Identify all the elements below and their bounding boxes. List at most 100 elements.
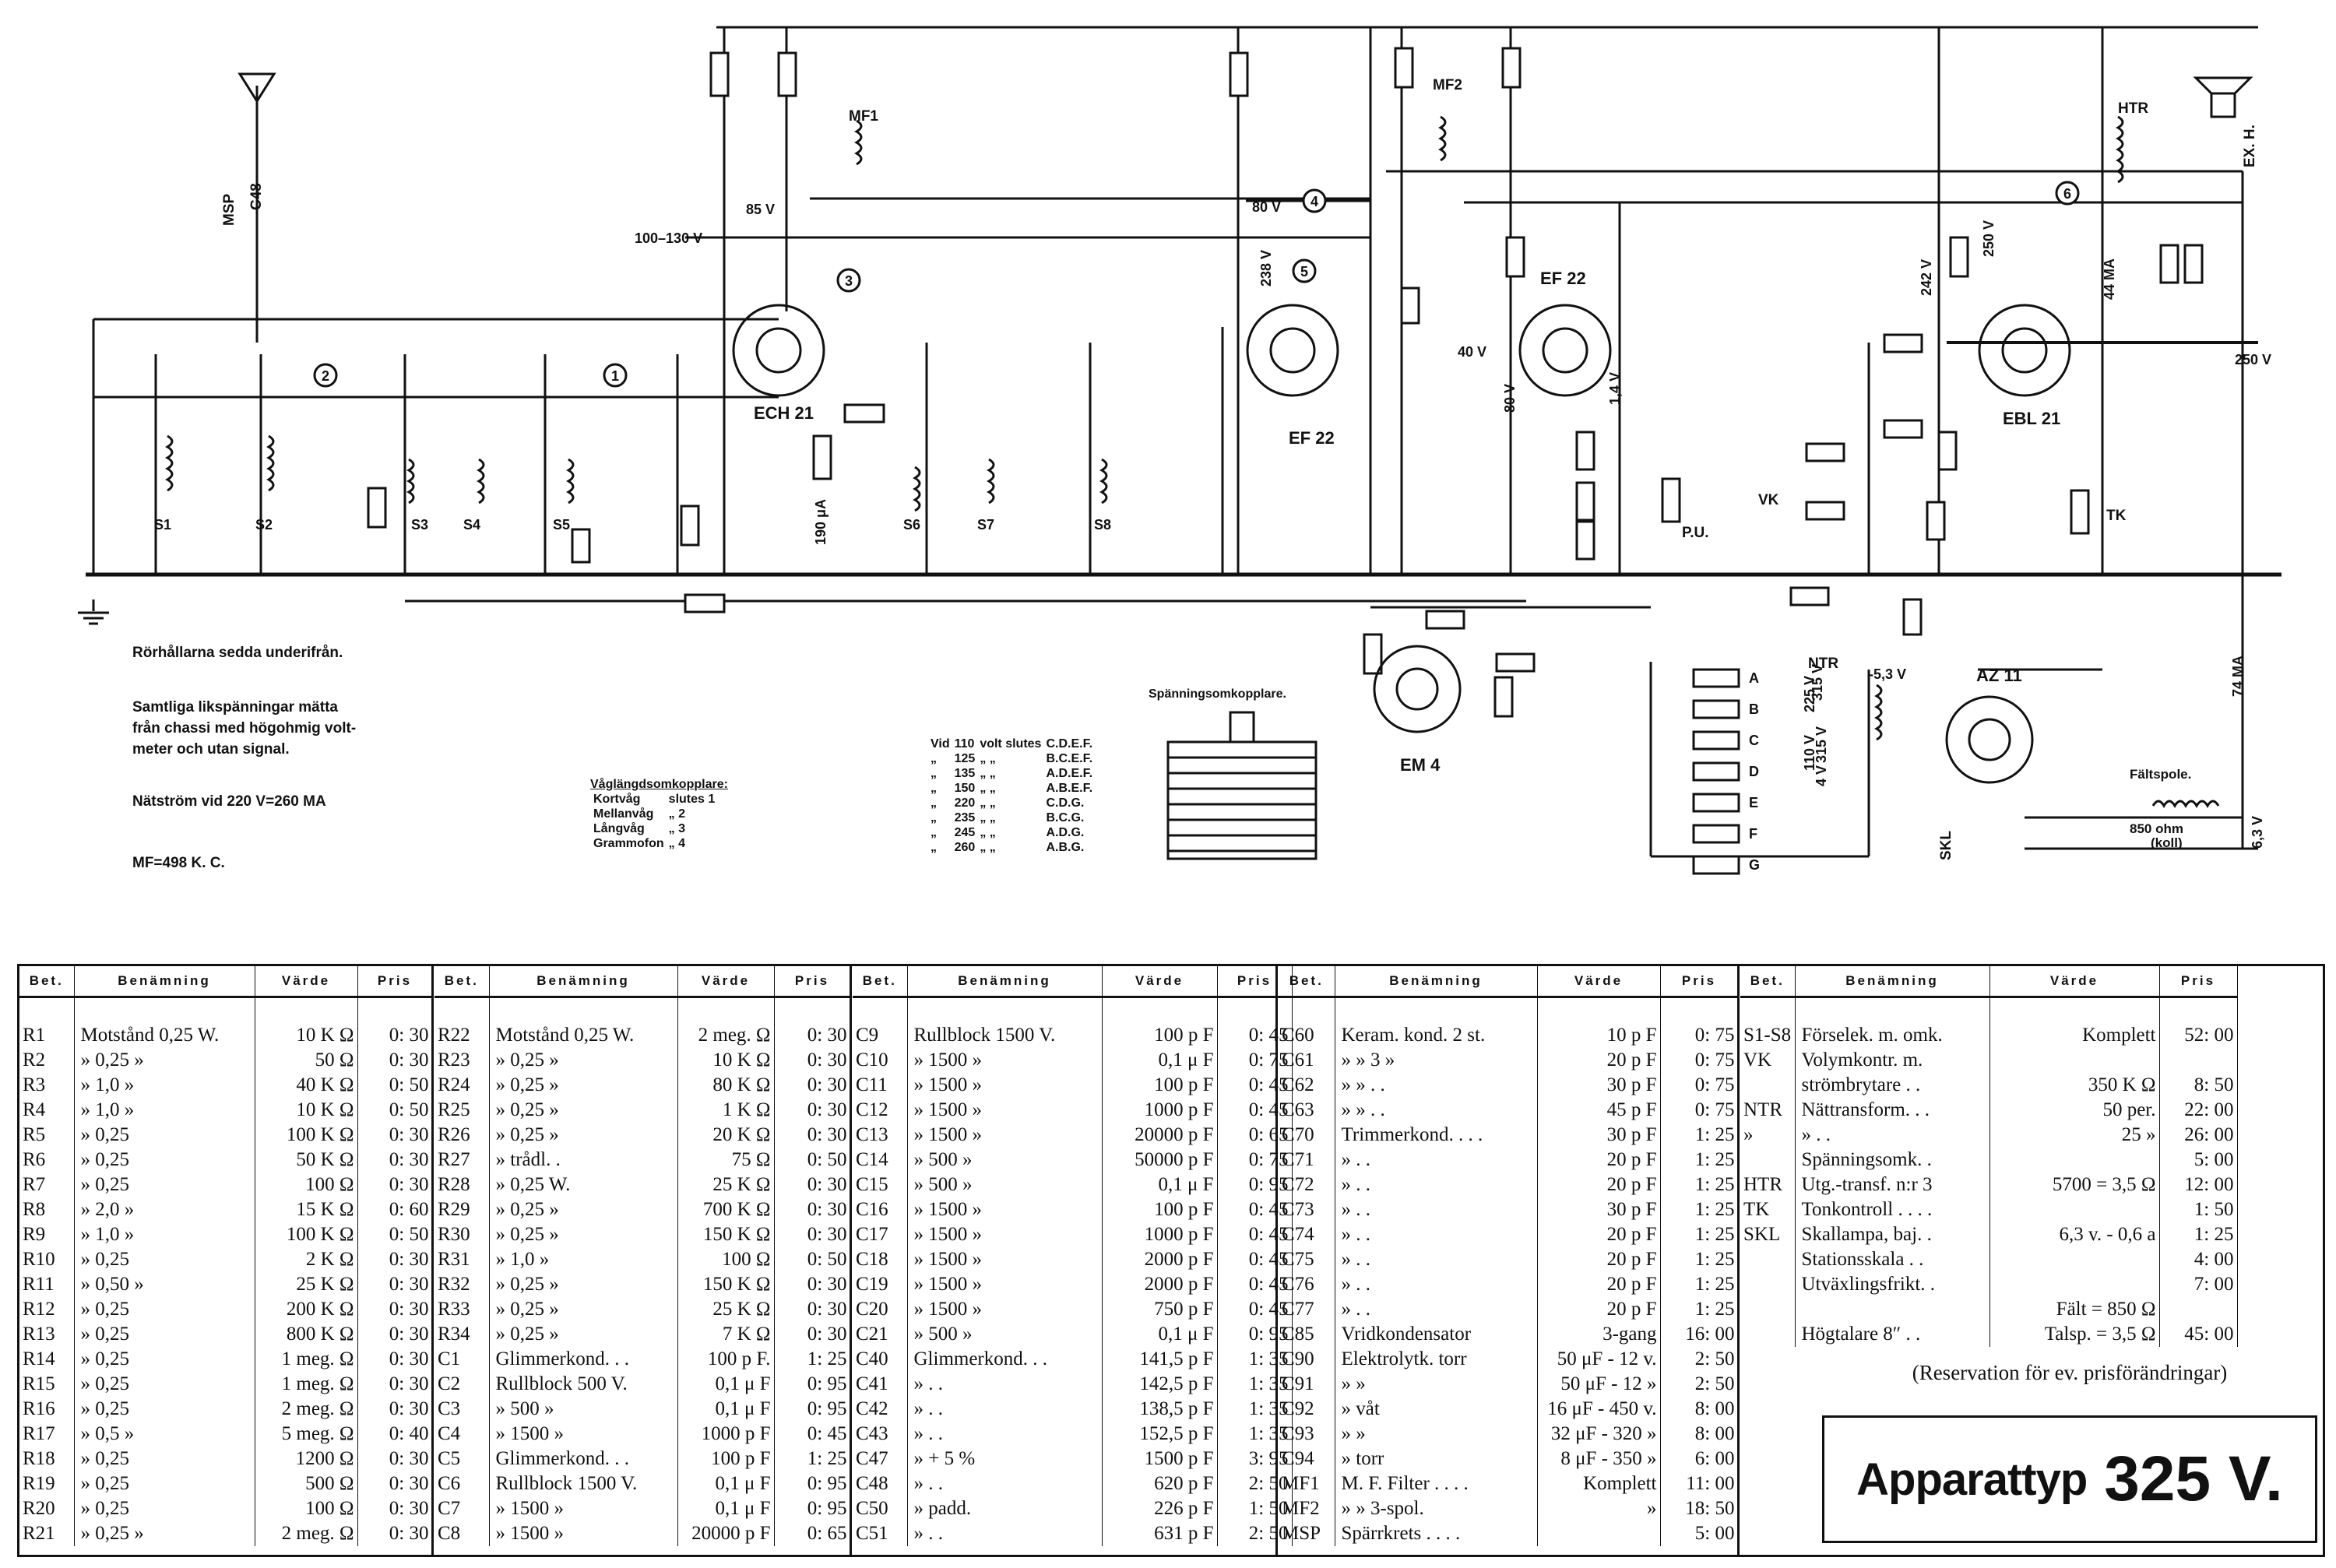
parts-cell: Rullblock 1500 V.	[907, 1023, 1103, 1048]
parts-cell: 0: 30	[357, 1521, 433, 1546]
ground-icon	[78, 599, 109, 625]
parts-cell: 0: 40	[357, 1422, 433, 1447]
parts-cell: C51	[853, 1521, 908, 1546]
parts-cell: 1200 Ω	[255, 1447, 358, 1471]
parts-cell: 0: 30	[357, 1048, 433, 1073]
parts-cell: 0: 30	[774, 1222, 851, 1247]
parts-column-header: Pris	[357, 966, 433, 998]
parts-cell: 10 p F	[1537, 1023, 1661, 1048]
parts-cell: C93	[1279, 1422, 1335, 1447]
parts-cell: 6,3 v. - 0,6 a	[1989, 1222, 2160, 1247]
parts-cell: 3-gang	[1537, 1322, 1661, 1347]
parts-cell: 0: 30	[357, 1372, 433, 1397]
parts-column-header: Benämning	[489, 966, 678, 998]
parts-column-header: Pris	[774, 966, 851, 998]
parts-cell: R11	[19, 1272, 75, 1297]
parts-cell: » 0,25 »	[489, 1048, 678, 1073]
wave-switch-cell: Mellanvåg	[593, 807, 654, 821]
parts-cell: 0: 95	[774, 1496, 851, 1521]
voltage-label: 6,3 V	[2250, 816, 2265, 849]
parts-row: »» . .25 »26: 00	[1740, 1123, 2238, 1148]
parts-cell: 0: 75	[1660, 1098, 1739, 1123]
parts-cell: 32 μF - 320 »	[1537, 1422, 1661, 1447]
parts-cell: 2000 p F	[1102, 1247, 1218, 1272]
parts-cell: 0: 30	[774, 1297, 851, 1322]
parts-cell: 0: 30	[774, 1073, 851, 1098]
parts-cell: » » 3 »	[1335, 1048, 1538, 1073]
parts-cell: » 0,5 »	[74, 1422, 255, 1447]
parts-cell: 620 p F	[1102, 1471, 1218, 1496]
parts-cell: 50 K Ω	[255, 1148, 358, 1172]
switch-letter-label: B	[1749, 701, 1759, 717]
parts-cell: 0: 30	[357, 1496, 433, 1521]
component-label: P.U.	[1682, 525, 1709, 541]
parts-cell: Tonkontroll . . . .	[1795, 1197, 1990, 1222]
coil-label: S8	[1094, 517, 1111, 533]
parts-cell: Talsp. = 3,5 Ω	[1989, 1322, 2160, 1347]
parts-cell: R4	[19, 1098, 75, 1123]
switch-letter-label: G	[1749, 857, 1760, 873]
parts-cell: » 0,25	[74, 1322, 255, 1347]
circled-marker-label: 3	[845, 273, 853, 289]
parts-cell: C48	[853, 1471, 908, 1496]
parts-cell: C61	[1279, 1048, 1335, 1073]
parts-column-header: Värde	[1537, 966, 1661, 998]
voltage-switch-cell: „	[931, 752, 937, 765]
parts-cell: » 0,25	[74, 1347, 255, 1372]
voltage-switch-row: „220„ „C.D.G.	[931, 796, 1097, 810]
parts-cell: » 1500 »	[907, 1098, 1103, 1123]
parts-cell: R23	[434, 1048, 490, 1073]
wave-switch-cell: „ 2	[668, 807, 686, 821]
circuit-wires	[86, 26, 2281, 858]
voltage-label: 190 μA	[813, 499, 829, 545]
parts-cell: 1000 p F	[1102, 1222, 1218, 1247]
parts-cell: 200 K Ω	[255, 1297, 358, 1322]
parts-cell: » 1500 »	[907, 1297, 1103, 1322]
parts-cell: R5	[19, 1123, 75, 1148]
parts-cell: C73	[1279, 1197, 1335, 1222]
voltage-switch-cell: „ „	[980, 841, 996, 854]
circled-marker-label: 5	[1300, 264, 1308, 279]
parts-cell: » . .	[907, 1372, 1103, 1397]
parts-cell: C21	[853, 1322, 908, 1347]
apparatus-label: Apparattyp	[1856, 1454, 2088, 1505]
parts-group-separator	[1737, 966, 1740, 1555]
parts-column-header: Pris	[2159, 966, 2238, 998]
parts-cell: 26: 00	[2159, 1123, 2238, 1148]
parts-cell: C70	[1279, 1123, 1335, 1148]
switch-letter-label: C	[1749, 733, 1759, 748]
parts-cell: 0: 30	[774, 1098, 851, 1123]
parts-row: MF2» » 3-spol.»18: 50	[1279, 1496, 1739, 1521]
parts-cell: » padd.	[907, 1496, 1103, 1521]
parts-cell: Glimmerkond. . .	[489, 1447, 678, 1471]
parts-column-header: Bet.	[434, 966, 490, 998]
voltage-switch-cell: „ „	[980, 811, 996, 824]
parts-cell: C74	[1279, 1222, 1335, 1247]
component-label: MF1	[849, 108, 878, 125]
parts-cell: » 1500 »	[907, 1197, 1103, 1222]
component-label: C48	[248, 183, 265, 210]
parts-cell: » . .	[1335, 1222, 1538, 1247]
tube-label: EM 4	[1400, 755, 1441, 775]
voltage-switch-cell: C.D.G.	[1046, 796, 1085, 810]
